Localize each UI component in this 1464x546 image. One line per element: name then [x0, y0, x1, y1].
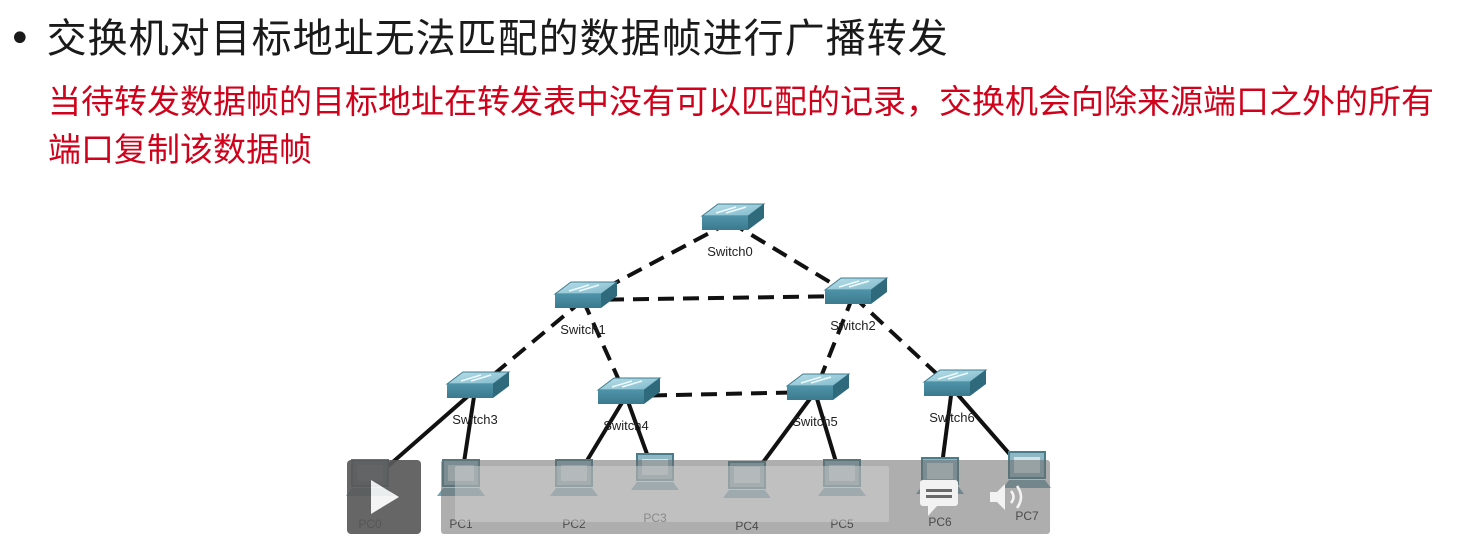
switch-label: Switch6 [929, 410, 975, 425]
captions-icon [920, 480, 958, 516]
switch-arrow [715, 206, 737, 214]
switch-arrow [810, 376, 832, 384]
captions-button[interactable] [918, 478, 960, 518]
switch-node-s3: Switch3 [445, 371, 511, 427]
play-button[interactable] [347, 460, 421, 534]
link-s1-s2 [582, 294, 854, 302]
slide-title: • 交换机对目标地址无法匹配的数据帧进行广播转发 [8, 6, 949, 64]
switch-arrow [848, 280, 870, 288]
play-icon [371, 480, 399, 514]
switch-node-s4: Switch4 [596, 377, 662, 433]
switch-side [970, 370, 986, 396]
link-s4-s5 [625, 390, 816, 398]
switch-side [601, 282, 617, 308]
switch-side [493, 372, 509, 398]
switch-arrow [937, 372, 959, 380]
switch-arrow [947, 372, 969, 380]
switch-front [598, 390, 644, 404]
switch-side [871, 278, 887, 304]
switch-side [748, 204, 764, 230]
switch-front [924, 382, 970, 396]
slide-subtitle: 当待转发数据帧的目标地址在转发表中没有可以匹配的记录，交换机会向除来源端口之外的… [48, 82, 1434, 169]
switch-arrow [460, 374, 482, 382]
switch-label: Switch0 [707, 244, 753, 259]
link-s2-s6 [851, 294, 954, 390]
switch-arrow [800, 376, 822, 384]
volume-icon [990, 484, 1023, 510]
switch-arrow [621, 380, 643, 388]
switch-side [644, 378, 660, 404]
title-text: 交换机对目标地址无法匹配的数据帧进行广播转发 [46, 16, 949, 62]
switch-arrow [838, 280, 860, 288]
switch-arrow [568, 284, 590, 292]
switch-node-s0: Switch0 [700, 203, 766, 259]
switch-arrow [611, 380, 633, 388]
switch-label: Switch1 [560, 322, 606, 337]
switch-label: Switch4 [603, 418, 649, 433]
switch-arrow [578, 284, 600, 292]
switch-label: Switch2 [830, 318, 876, 333]
progress-track[interactable] [455, 466, 889, 522]
switch-arrow [725, 206, 747, 214]
switch-node-s6: Switch6 [922, 369, 988, 425]
switch-front [555, 294, 601, 308]
switch-label: Switch5 [792, 414, 838, 429]
switch-front [825, 290, 871, 304]
switch-node-s2: Switch2 [823, 277, 889, 333]
switch-front [702, 216, 748, 230]
switch-node-s5: Switch5 [785, 373, 851, 429]
switch-front [787, 386, 833, 400]
switch-front [447, 384, 493, 398]
volume-button[interactable] [988, 480, 1032, 514]
switch-label: Switch3 [452, 412, 498, 427]
switch-node-s1: Switch1 [553, 281, 619, 337]
links-layer [368, 220, 1029, 486]
bullet-marker: • [8, 16, 33, 62]
switch-side [833, 374, 849, 400]
switch-arrow [470, 374, 492, 382]
